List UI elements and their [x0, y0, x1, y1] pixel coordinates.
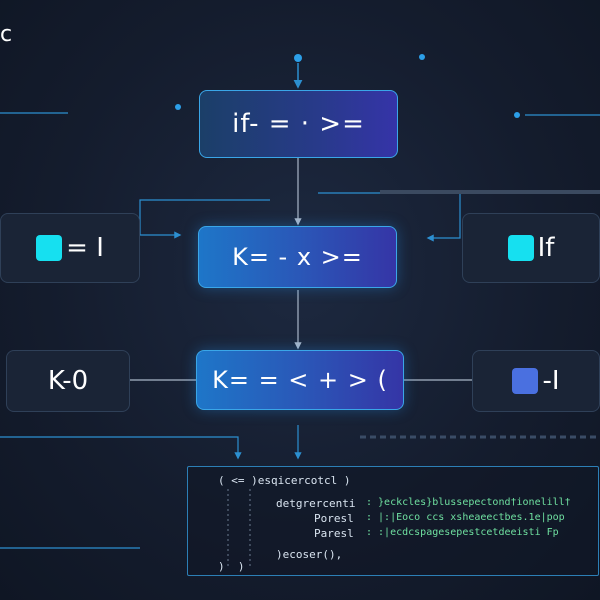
blue-square-icon [512, 368, 539, 394]
node-left-top[interactable]: = I [0, 213, 140, 283]
node-left-bottom[interactable]: K-0 [6, 350, 130, 412]
code-line-1: ( <= )esqicercotcl ) [218, 474, 351, 487]
node-right-bottom[interactable]: -I [472, 350, 600, 412]
node-if-condition-label: if- = · >= [232, 109, 365, 139]
node-right-bottom-label: -I [542, 366, 560, 396]
code-line-3-body: : |:|Eoco ccs xsheaeectbes.1e|pop [366, 512, 565, 523]
node-left-top-label: = I [66, 233, 104, 263]
node-left-bottom-label: K-0 [47, 366, 89, 396]
code-line-4-keyword: Paresl [314, 527, 354, 540]
node-k-assign[interactable]: K= - x >= [198, 226, 397, 288]
dot-right-top [419, 54, 425, 60]
top-dot [294, 54, 302, 62]
node-k-compare[interactable]: K= = < + > ( [196, 350, 404, 410]
node-right-top[interactable]: If [462, 213, 600, 283]
code-line-3-keyword: Poresl [314, 512, 354, 525]
node-k-compare-label: K= = < + > ( [212, 366, 388, 394]
cyan-square-icon [36, 235, 63, 261]
code-panel: ( <= )esqicercotcl ) detgrercenti : }eck… [187, 466, 599, 576]
arrow-code-left [0, 436, 242, 460]
node-if-condition[interactable]: if- = · >= [199, 90, 398, 158]
node-right-top-label: If [537, 233, 555, 263]
code-line-4-body: : :|ecdcspagesepestcetdeeisti Fp [366, 527, 559, 538]
corner-label: c [0, 22, 13, 47]
code-line-6: ) ) [218, 560, 245, 573]
code-guides [227, 489, 251, 569]
code-line-5: )ecoser(), [276, 548, 343, 561]
branch-left [139, 199, 270, 239]
dot-left [175, 104, 181, 110]
cyan-square-icon [507, 235, 534, 261]
code-line-2-keyword: detgrercenti [276, 497, 356, 510]
code-line-2-body: : }eckcles}blussepectond†ionelill† [366, 497, 571, 508]
node-k-assign-label: K= - x >= [232, 243, 363, 271]
dot-right [514, 112, 520, 118]
